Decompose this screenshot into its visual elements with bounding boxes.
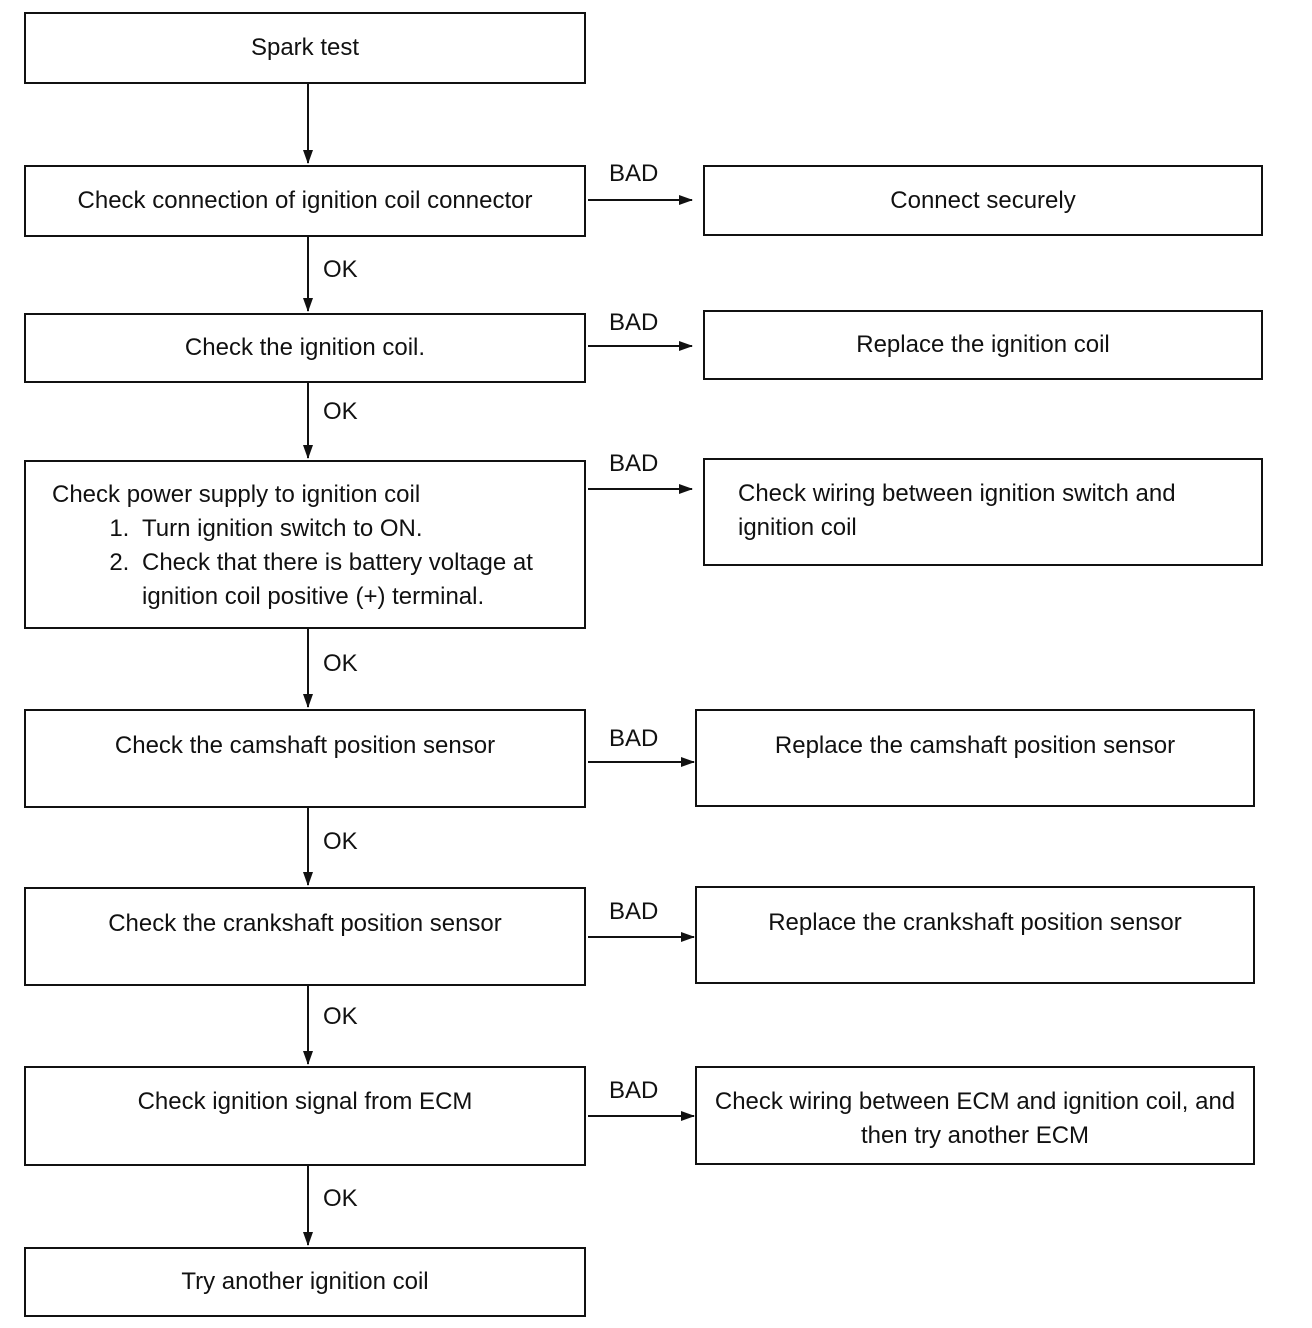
- node-connect-securely: Connect securely: [703, 165, 1263, 236]
- node-check-camshaft: Check the camshaft position sensor: [24, 709, 586, 808]
- node-check-signal: Check ignition signal from ECM: [24, 1066, 586, 1166]
- node-check-camshaft-text: Check the camshaft position sensor: [114, 732, 496, 759]
- node-replace-crankshaft: Replace the crankshaft position sensor: [695, 886, 1255, 984]
- bad-label: BAD: [609, 309, 659, 336]
- node-check-connector-text: Check connection of ignition coil connec…: [77, 187, 533, 214]
- node-check-wiring-switch-text: Check wiring between ignition switch and…: [738, 480, 1176, 541]
- node-check-coil-text: Check the ignition coil.: [184, 334, 426, 361]
- bad-label: BAD: [609, 725, 659, 752]
- node-check-wiring-ecm: Check wiring between ECM and ignition co…: [695, 1066, 1255, 1165]
- node-spark-test-text: Spark test: [250, 34, 360, 61]
- ok-label: OK: [323, 1185, 358, 1212]
- bad-label: BAD: [609, 1077, 659, 1104]
- node-check-coil: Check the ignition coil.: [24, 313, 586, 383]
- node-check-wiring-ecm-text: Check wiring between ECM and ignition co…: [714, 1088, 1236, 1149]
- node-replace-coil-text: Replace the ignition coil: [856, 331, 1110, 358]
- node-check-crankshaft-text: Check the crankshaft position sensor: [108, 910, 502, 937]
- node-spark-test: Spark test: [24, 12, 586, 84]
- node-replace-coil: Replace the ignition coil: [703, 310, 1263, 380]
- bad-label: BAD: [609, 450, 659, 477]
- node-replace-camshaft-text: Replace the camshaft position sensor: [774, 732, 1176, 759]
- node-check-power-step-1: Turn ignition switch to ON.: [136, 512, 584, 546]
- node-check-power-steps: Turn ignition switch to ON. Check that t…: [26, 512, 584, 614]
- bad-label: BAD: [609, 898, 659, 925]
- node-check-connector: Check connection of ignition coil connec…: [24, 165, 586, 237]
- node-replace-crankshaft-text: Replace the crankshaft position sensor: [768, 909, 1182, 936]
- node-check-wiring-switch: Check wiring between ignition switch and…: [703, 458, 1263, 566]
- node-try-coil-text: Try another ignition coil: [181, 1268, 429, 1295]
- ok-label: OK: [323, 398, 358, 425]
- node-check-signal-text: Check ignition signal from ECM: [137, 1088, 473, 1115]
- node-try-coil: Try another ignition coil: [24, 1247, 586, 1317]
- node-check-power: Check power supply to ignition coil Turn…: [24, 460, 586, 629]
- ok-label: OK: [323, 650, 358, 677]
- node-replace-camshaft: Replace the camshaft position sensor: [695, 709, 1255, 807]
- ok-label: OK: [323, 1003, 358, 1030]
- bad-label: BAD: [609, 160, 659, 187]
- node-connect-securely-text: Connect securely: [890, 186, 1076, 214]
- node-check-crankshaft: Check the crankshaft position sensor: [24, 887, 586, 986]
- node-check-power-title: Check power supply to ignition coil: [52, 481, 421, 508]
- node-check-power-step-2: Check that there is battery voltage at i…: [136, 546, 584, 614]
- ok-label: OK: [323, 828, 358, 855]
- ok-label: OK: [323, 256, 358, 283]
